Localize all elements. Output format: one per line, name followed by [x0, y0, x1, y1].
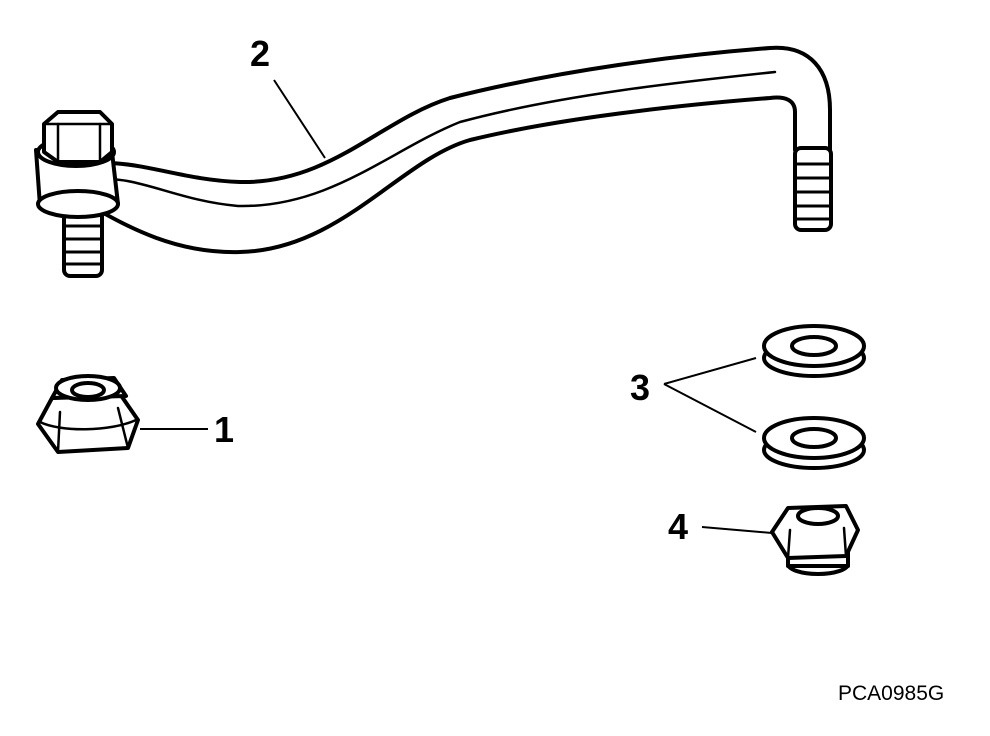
callout-number-2: 2	[250, 33, 270, 74]
nut-part-1	[36, 374, 140, 454]
callout-number-1: 1	[214, 409, 234, 450]
nut-part-4	[770, 504, 860, 576]
callout-3-leader-upper	[663, 357, 757, 385]
callout-4-leader	[701, 526, 773, 534]
callout-number-3: 3	[630, 367, 650, 408]
callout-2-leader	[273, 79, 326, 159]
drawing-code: PCA0985G	[838, 682, 944, 705]
callout-number-4: 4	[668, 506, 688, 547]
rod-body	[68, 45, 832, 255]
link-rod-part	[34, 45, 833, 278]
washer-upper	[762, 324, 866, 378]
hex-bolt-head	[42, 110, 114, 164]
right-stud-threads	[793, 146, 833, 232]
washer-lower	[762, 416, 866, 470]
callout-3-leader-lower	[663, 383, 757, 433]
